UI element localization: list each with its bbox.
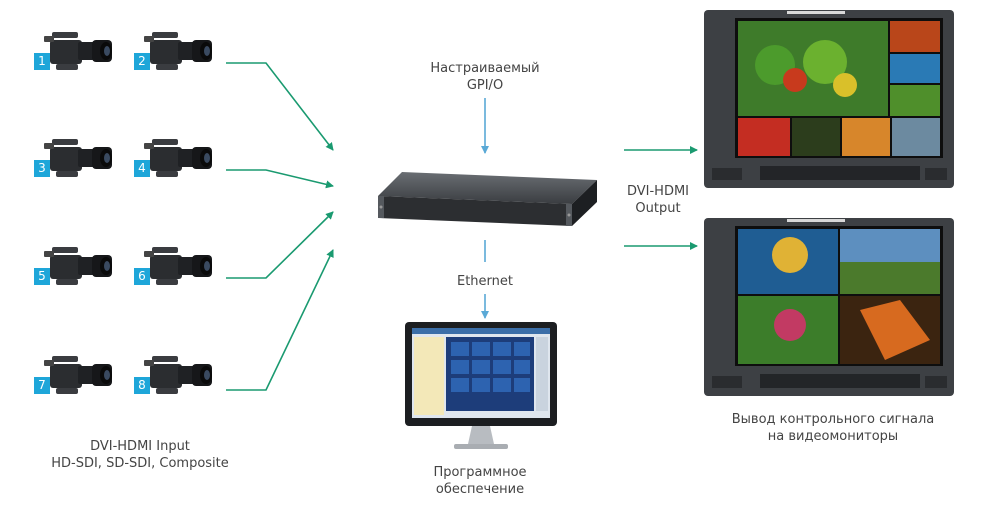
camcorder-icon bbox=[44, 356, 112, 394]
camera-5: 5 bbox=[34, 243, 114, 287]
camera-3: 3 bbox=[34, 135, 114, 179]
arrow-row1 bbox=[226, 62, 334, 151]
camcorder-icon bbox=[144, 356, 212, 394]
monitor-output-label: Вывод контрольного сигнала на видеомонит… bbox=[731, 412, 935, 444]
video-monitor-2 bbox=[704, 218, 954, 396]
camera-number-badge: 6 bbox=[134, 268, 150, 285]
camcorder-icon bbox=[144, 32, 212, 70]
ethernet-label: Ethernet bbox=[457, 274, 513, 289]
video-monitor-1 bbox=[704, 10, 954, 188]
camera-number-badge: 8 bbox=[134, 377, 150, 394]
camera-number-badge: 4 bbox=[134, 160, 150, 177]
camcorder-icon bbox=[44, 32, 112, 70]
camera-2: 2 bbox=[134, 28, 214, 72]
software-label: Программное обеспечение bbox=[433, 465, 527, 497]
arrow-row2 bbox=[226, 169, 334, 189]
camcorder-icon bbox=[44, 247, 112, 285]
rack-switch-device bbox=[378, 172, 597, 226]
camera-number-badge: 3 bbox=[34, 160, 50, 177]
camera-number-badge: 1 bbox=[34, 53, 50, 70]
camcorder-icon bbox=[144, 247, 212, 285]
camera-6: 6 bbox=[134, 243, 214, 287]
camera-4: 4 bbox=[134, 135, 214, 179]
camcorder-icon bbox=[144, 139, 212, 177]
camera-number-badge: 2 bbox=[134, 53, 150, 70]
gpio-label: Настраиваемый GPI/O bbox=[430, 61, 540, 93]
camera-number-badge: 7 bbox=[34, 377, 50, 394]
software-monitor bbox=[405, 322, 557, 449]
camcorder-icon bbox=[44, 139, 112, 177]
input-label: DVI-HDMI Input HD-SDI, SD-SDI, Composite bbox=[51, 439, 229, 471]
camera-7: 7 bbox=[34, 352, 114, 396]
dvi-output-label: DVI-HDMI Output bbox=[626, 184, 690, 216]
camera-number-badge: 5 bbox=[34, 268, 50, 285]
arrow-row3 bbox=[226, 211, 334, 279]
camera-1: 1 bbox=[34, 28, 114, 72]
camera-8: 8 bbox=[134, 352, 214, 396]
arrow-row4 bbox=[226, 249, 334, 391]
